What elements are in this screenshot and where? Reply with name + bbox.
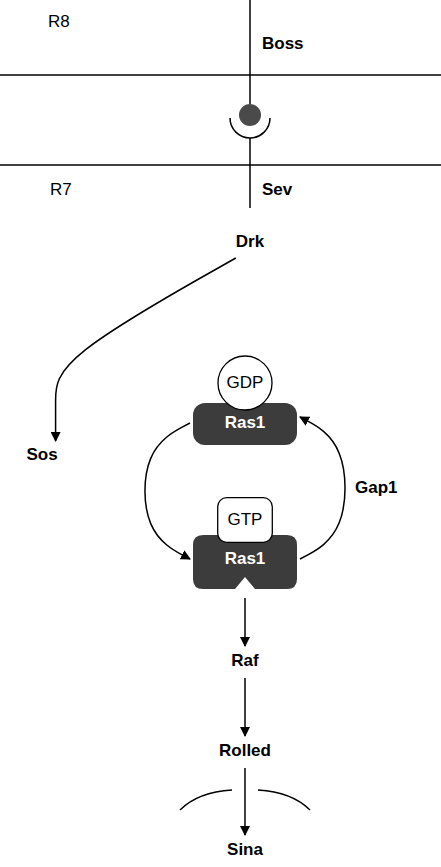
protein-label: Raf [231,651,258,671]
signal-arrow [244,768,246,835]
r7-membrane [0,164,441,166]
signal-arrow [300,417,345,559]
protein-label: Sina [223,838,267,862]
protein-label: Gap1 [355,478,398,498]
gtp-box: GTP [217,497,273,543]
bracket [258,790,310,810]
protein-name: Ras1 [225,549,266,569]
cell-label: R7 [50,180,72,200]
protein-label: Drk [236,232,264,252]
boss-ligand [239,104,261,126]
sev-receptor-cup [230,118,270,138]
protein-label: Sev [262,180,292,200]
protein-label: Sina [227,840,263,860]
bracket [180,790,232,810]
protein-label: Drk [232,230,268,254]
protein-label: Boss [262,34,304,54]
signal-arrow [244,598,246,646]
signal-arrow [244,678,246,736]
protein-name: Ras1 [225,413,266,433]
nucleotide-circle [218,356,272,410]
sev-protein [249,138,251,208]
nucleotide-box [218,498,273,543]
gdp-circle: GDP [217,355,273,411]
protein-label: Raf [227,649,262,673]
r8-membrane [0,74,441,76]
protein-label: Sos [22,443,61,467]
ras-shape [193,535,297,589]
boss-protein [249,0,251,104]
protein-label: Rolled [215,739,275,763]
protein-label: Sos [26,445,57,465]
protein-label: Rolled [219,741,271,761]
cell-label: R8 [48,12,70,32]
nucleotide-name: GTP [228,510,263,530]
nucleotide-name: GDP [227,373,264,393]
signal-arrow [145,423,190,559]
ras-gtp-complex: Ras1 GTP [193,497,297,593]
ras-gdp-complex: Ras1 GDP [193,355,297,445]
